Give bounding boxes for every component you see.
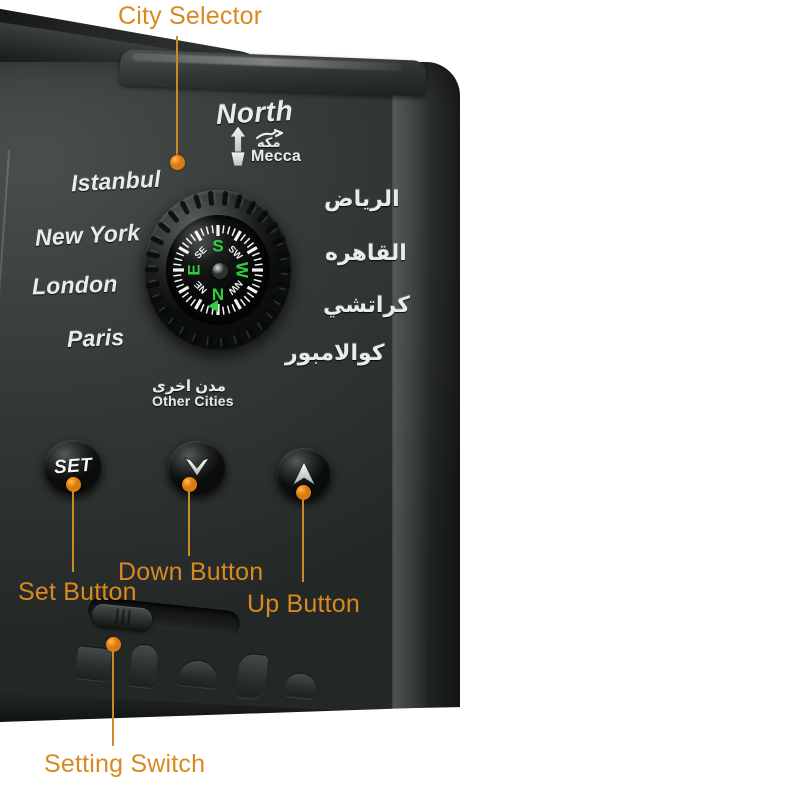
set-button-label: SET (53, 454, 93, 479)
city-label-riyadh-ar: الرياض (324, 186, 400, 211)
city-label-karachi-ar: كراتشي (323, 292, 410, 317)
emboss-icon-1 (75, 646, 113, 682)
compass-pivot (212, 263, 228, 279)
mecca-label: Mecca (251, 148, 301, 165)
annotation-leader-city-selector (176, 36, 178, 160)
annotation-dot-set-button (66, 477, 81, 492)
city-label-cairo-ar: القاهره (325, 240, 407, 265)
annotation-dot-down-button (182, 477, 197, 492)
device-front-face (0, 62, 460, 752)
annotation-label-city-selector: City Selector (118, 2, 263, 30)
svg-text:N: N (212, 285, 224, 304)
annotation-dot-setting-switch (106, 637, 121, 652)
city-label-paris: Paris (66, 324, 125, 352)
annotation-leader-setting-switch (112, 650, 114, 746)
svg-text:NE: NE (192, 278, 209, 295)
svg-text:S: S (212, 237, 223, 256)
emboss-icon-2 (128, 643, 159, 689)
annotation-leader-up-button (302, 498, 304, 582)
city-label-kuala-lumpur-ar: كوالامبور (285, 340, 385, 365)
emboss-icon-3 (176, 658, 220, 689)
annotation-label-down-button: Down Button (118, 558, 264, 586)
svg-text:NW: NW (225, 277, 244, 296)
annotation-label-up-button: Up Button (247, 590, 360, 618)
annotation-leader-down-button (188, 490, 190, 556)
annotation-label-setting-switch: Setting Switch (44, 750, 206, 778)
emboss-icon-5 (284, 672, 317, 700)
other-cities-label: Other Cities (152, 393, 234, 409)
svg-text:SW: SW (226, 244, 245, 263)
north-signpost-icon (229, 125, 247, 167)
mecca-arabic-glyph-icon (255, 128, 284, 140)
annotation-leader-set-button (72, 490, 74, 572)
compass-bezel-teeth (144, 190, 292, 350)
up-arrow-icon (292, 461, 316, 486)
mecca-arabic-label: مكه (257, 135, 281, 150)
svg-text:SE: SE (193, 245, 210, 262)
city-label-london: London (31, 270, 118, 300)
svg-text:W: W (233, 262, 252, 279)
other-cities-arabic-label: مدن اخرى (152, 378, 226, 395)
down-chevron-icon (184, 457, 210, 477)
annotation-dot-up-button (296, 485, 311, 500)
svg-text:E: E (185, 264, 204, 275)
annotation-dot-city-selector (170, 155, 185, 170)
emboss-icon-4 (235, 653, 269, 700)
annotation-label-set-button: Set Button (18, 578, 137, 606)
down-button[interactable] (168, 441, 226, 495)
city-label-new-york: New York (34, 219, 141, 251)
